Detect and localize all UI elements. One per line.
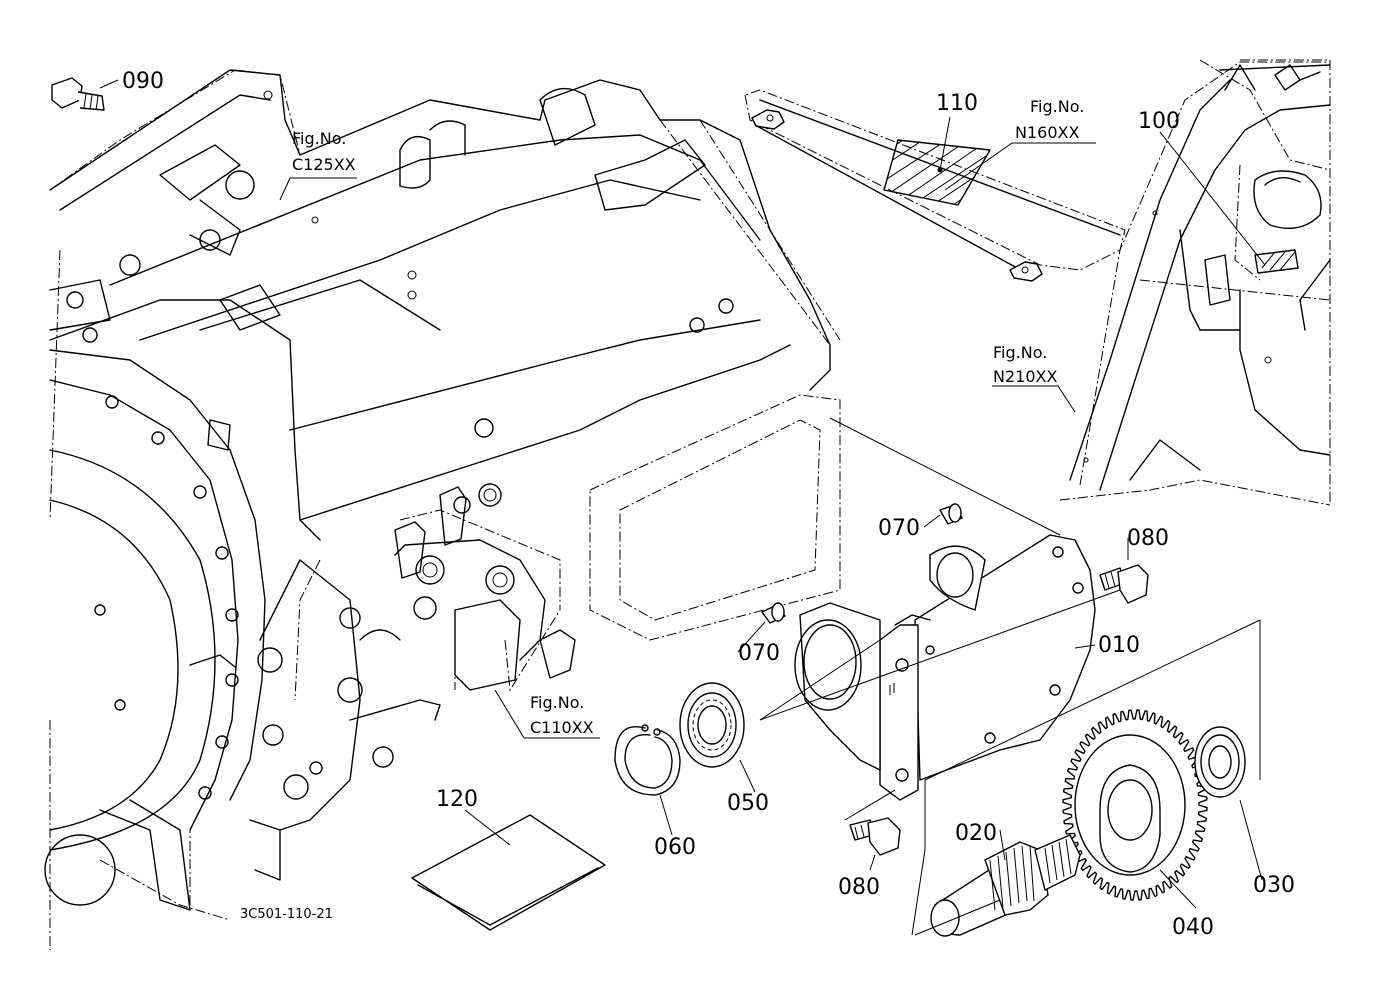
top-cover-plate [751,99,1121,282]
label-020: 020 [955,821,997,846]
pinion-shaft-020 [930,834,1081,937]
label-060: 060 [654,835,696,860]
bolt-080-upper [1099,564,1149,604]
phantom-lines [49,59,1331,950]
label-070-upper: 070 [878,516,920,541]
bearing-holder [794,602,881,771]
bearing-030 [1194,726,1246,798]
label-080-lower: 080 [838,875,880,900]
pin-070-upper [939,503,963,525]
right-housing [1069,64,1331,491]
label-080-upper: 080 [1127,526,1169,551]
fig-ref-c110-line2: C110XX [530,718,594,737]
transmission-housing [44,69,831,911]
label-010: 010 [1098,633,1140,658]
label-110: 110 [936,91,978,116]
snap-ring-060 [614,724,681,796]
pin-070-lower [761,602,786,624]
gear-040 [1062,709,1208,901]
leader-lines [99,79,1266,909]
assembly-bracket [844,619,1261,936]
label-090: 090 [122,69,164,94]
document-sheet-120 [411,814,606,931]
bolt-090 [51,77,105,111]
part-labels: 090 110 100 070 080 010 070 050 020 060 … [122,69,1295,940]
fig-ref-n160-line2: N160XX [1015,123,1079,142]
drawing-code: 3C501-110-21 [240,907,333,922]
label-120: 120 [436,787,478,812]
fig-ref-n210-line2: N210XX [993,367,1057,386]
fig-ref-n160-line1: Fig.No. [1030,97,1084,116]
fig-ref-n210-line1: Fig.No. [993,343,1047,362]
fig-ref-c125-line1: Fig.No. [292,129,346,148]
bolt-080-lower [849,817,901,856]
bearing-050 [679,682,745,768]
label-100: 100 [1138,109,1180,134]
label-050: 050 [727,791,769,816]
label-040: 040 [1172,915,1214,940]
fig-ref-c110-line1: Fig.No. [530,693,584,712]
label-070-lower: 070 [738,641,780,666]
fig-ref-c125-line2: C125XX [292,155,356,174]
label-030: 030 [1253,873,1295,898]
gear-case-010 [879,534,1096,801]
figure-references: Fig.No. C125XX Fig.No. N160XX Fig.No. N2… [292,97,1084,737]
